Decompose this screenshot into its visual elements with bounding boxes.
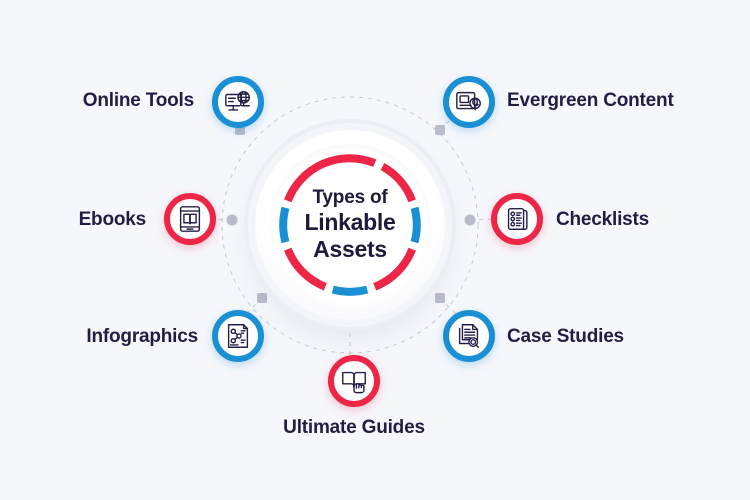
node-evergreen-content[interactable] bbox=[443, 76, 495, 128]
node-checklists[interactable] bbox=[491, 193, 543, 245]
label-online-tools: Online Tools bbox=[82, 90, 194, 111]
document-search-icon bbox=[458, 324, 480, 348]
ereader-book-icon bbox=[179, 206, 201, 232]
ring-segment-blue-3 bbox=[410, 206, 421, 244]
ring-segment-red-2 bbox=[284, 247, 327, 291]
center-segmented-ring bbox=[279, 154, 421, 296]
label-infographics: Infographics bbox=[86, 326, 198, 347]
label-evergreen-content: Evergreen Content bbox=[507, 90, 674, 111]
node-ultimate-guides[interactable] bbox=[328, 355, 380, 407]
open-book-hand-icon bbox=[342, 371, 366, 394]
infographic-document-icon bbox=[227, 324, 249, 348]
node-ebooks[interactable] bbox=[164, 193, 216, 245]
clipboard-checklist-icon bbox=[507, 207, 528, 231]
ring-segment-blue-2 bbox=[331, 285, 369, 296]
label-ultimate-guides: Ultimate Guides bbox=[283, 417, 425, 438]
label-ebooks: Ebooks bbox=[78, 209, 147, 230]
ring-segment-red-1 bbox=[284, 154, 377, 203]
ring-segment-blue-1 bbox=[279, 206, 290, 244]
monitor-leaf-icon bbox=[456, 91, 481, 111]
center-hub-inner-disc bbox=[269, 144, 431, 306]
ring-segment-red-4 bbox=[380, 163, 416, 203]
node-infographics[interactable] bbox=[212, 310, 264, 362]
label-checklists: Checklists bbox=[556, 209, 650, 230]
label-case-studies: Case Studies bbox=[507, 326, 624, 347]
node-case-studies[interactable] bbox=[443, 310, 495, 362]
node-online-tools[interactable] bbox=[212, 76, 264, 128]
monitor-globe-icon bbox=[225, 90, 250, 111]
ring-segment-red-3 bbox=[373, 247, 416, 291]
center-hub: Types of Linkable Assets bbox=[255, 130, 445, 320]
